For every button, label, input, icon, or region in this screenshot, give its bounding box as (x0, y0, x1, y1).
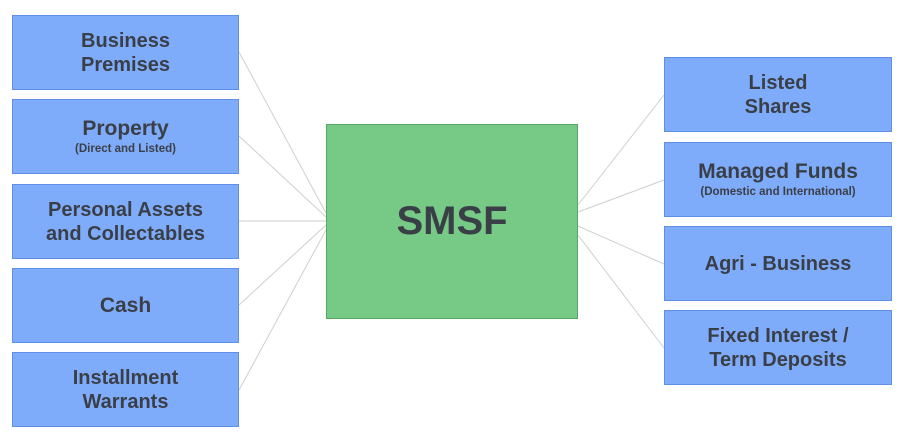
connector-line (238, 229, 327, 391)
node-title: Business Premises (81, 29, 170, 76)
center-label: SMSF (396, 199, 508, 243)
node-personal-assets: Personal Assets and Collectables (12, 184, 239, 259)
connector-line (577, 179, 665, 213)
node-agri-business: Agri - Business (664, 226, 892, 301)
connector-line (238, 224, 327, 306)
node-managed-funds: Managed Funds (Domestic and Internationa… (664, 142, 892, 217)
node-smsf-center: SMSF (326, 124, 578, 319)
node-subtitle: (Domestic and International) (700, 185, 856, 198)
node-property: Property (Direct and Listed) (12, 99, 239, 174)
node-title: Fixed Interest / Term Deposits (707, 324, 849, 371)
connector-line (577, 234, 665, 349)
node-fixed-interest: Fixed Interest / Term Deposits (664, 310, 892, 385)
node-title: Managed Funds (698, 159, 858, 183)
node-title: Personal Assets and Collectables (46, 198, 205, 245)
node-title: Installment Warrants (72, 366, 179, 413)
node-title: Listed Shares (744, 71, 812, 118)
node-subtitle: (Direct and Listed) (75, 142, 176, 155)
node-business-premises: Business Premises (12, 15, 239, 90)
node-title: Cash (99, 293, 152, 317)
connector-line (238, 135, 327, 218)
connector-line (577, 94, 665, 206)
node-title: Property (82, 116, 169, 140)
node-title: Agri - Business (704, 252, 852, 275)
connector-line (577, 225, 665, 265)
node-installment-warrants: Installment Warrants (12, 352, 239, 427)
connector-line (238, 51, 327, 214)
node-cash: Cash (12, 268, 239, 343)
node-listed-shares: Listed Shares (664, 57, 892, 132)
